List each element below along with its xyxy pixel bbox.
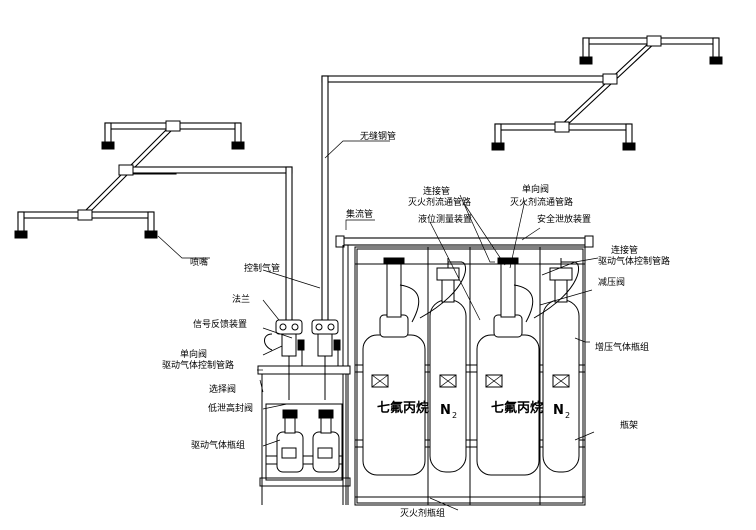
header-pipe	[339, 237, 591, 246]
label-connecting-pipe: 连接管	[423, 185, 450, 197]
pressure-line	[533, 261, 580, 319]
label-nozzle: 喷嘴	[190, 257, 208, 268]
label-flange: 法兰	[232, 293, 250, 305]
n2-cylinder-1	[429, 258, 467, 473]
tee-fitting-icon	[602, 73, 618, 85]
right-riser-pipe	[321, 75, 329, 323]
n2-cylinder-2-label: N	[553, 403, 564, 418]
label-agent-flow-pipe-2: 灭火剂流通管路	[510, 196, 573, 208]
nozzle-icon	[491, 56, 723, 151]
nozzle-icon	[14, 141, 245, 239]
label-check-valve-top: 单向阀	[522, 183, 549, 195]
left-riser-pipe	[285, 166, 293, 323]
label-agent-flow-pipe: 灭火剂流通管路	[408, 196, 471, 208]
label-safety-relief: 安全泄放装置	[537, 213, 591, 225]
label-agent-cylinder-group: 灭火剂瓶组	[400, 507, 445, 519]
leader-lines	[157, 140, 599, 511]
n2-cylinder-1-subscript: 2	[452, 411, 457, 420]
agent-cylinder-2-label: 七氟丙烷	[491, 400, 543, 416]
label-header-pipe: 集流管	[346, 208, 373, 220]
pressure-line	[419, 261, 467, 319]
label-drive-gas-cylinder-group: 驱动气体瓶组	[191, 439, 245, 451]
selector-valve-assembly	[257, 319, 351, 505]
n2-cylinder-1-label: N	[440, 403, 451, 418]
label-control-gas-pipe: 控制气管	[244, 262, 280, 274]
left-main-feed-pipe	[124, 166, 293, 174]
right-main-feed-pipe	[321, 75, 613, 83]
agent-cylinder-2	[476, 257, 540, 476]
label-low-leak-valve: 低泄高封阀	[208, 402, 253, 414]
right-upper-drop-2	[712, 37, 720, 59]
label-check-valve-left: 单向阀	[180, 348, 207, 360]
valve-support-plate	[257, 365, 351, 375]
left-lower-drop-2	[147, 211, 155, 233]
warning-box-icon	[317, 447, 333, 459]
tee-fitting-icon	[165, 120, 181, 132]
left-pipe-network	[14, 120, 293, 323]
label-seamless-steel-pipe: 无缝钢管	[360, 130, 396, 142]
label-signal-feedback: 信号反馈装置	[193, 318, 247, 330]
left-upper-drop-1	[104, 122, 112, 144]
label-selector-valve: 选择阀	[209, 383, 236, 395]
label-frame: 瓶架	[620, 419, 638, 431]
label-pressure-reducer: 减压阀	[598, 276, 625, 288]
label-boost-gas-cylinder: 增压气体瓶组	[595, 341, 649, 353]
warning-box-icon	[281, 447, 297, 459]
agent-cylinder-1-label: 七氟丙烷	[377, 400, 429, 416]
right-pipe-network	[321, 35, 723, 323]
tee-fitting-icon	[554, 121, 570, 133]
label-drive-gas-control-pipe-left: 驱动气体控制管路	[162, 359, 234, 371]
tee-fitting-icon	[646, 35, 662, 47]
tee-fitting-icon	[118, 164, 134, 176]
label-drive-gas-control-pipe-right: 驱动气体控制管路	[598, 255, 670, 267]
n2-cylinder-2	[542, 258, 580, 473]
right-upper-drop-1	[582, 37, 590, 59]
header-manifold	[335, 235, 594, 248]
label-level-gauge: 液位测量装置	[418, 213, 472, 225]
right-lower-drop-1	[494, 123, 502, 145]
right-lower-drop-2	[625, 123, 633, 145]
drive-gas-cylinder-2	[312, 409, 340, 473]
drive-gas-cylinder-1	[276, 409, 304, 473]
tee-fitting-icon	[77, 209, 93, 221]
agent-cylinder-1	[362, 257, 426, 476]
n2-cylinder-2-subscript: 2	[565, 411, 570, 420]
left-lower-drop-1	[17, 211, 25, 233]
left-upper-drop-2	[234, 122, 242, 144]
label-connecting-pipe-2: 连接管	[611, 244, 638, 256]
